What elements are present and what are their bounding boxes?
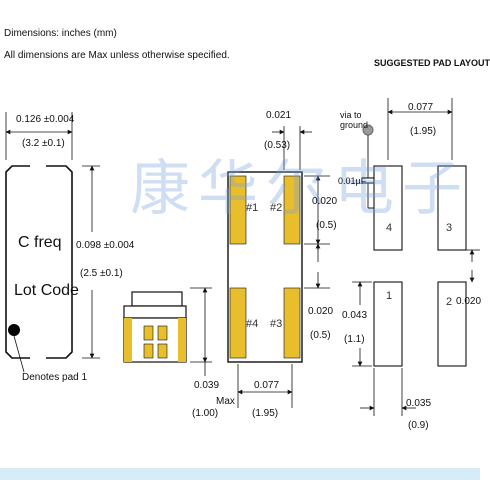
package-width-mm: (3.2 ±0.1) bbox=[22, 138, 65, 149]
package-height-inches: 0.098 ±0.004 bbox=[76, 240, 135, 251]
layout-pad-1 bbox=[373, 281, 403, 367]
bottom-pitch-inches: 0.077 bbox=[254, 380, 280, 391]
package-bottom-view bbox=[227, 171, 303, 363]
side-height-inches: 0.039 bbox=[194, 380, 220, 391]
bottom-pad-2 bbox=[283, 175, 301, 245]
bottom-pad-4-label: #4 bbox=[246, 318, 259, 330]
layout-pad-width-dimension bbox=[360, 368, 416, 416]
package-width-inches: 0.126 ±0.004 bbox=[16, 114, 75, 125]
layout-pad-3 bbox=[437, 165, 467, 251]
bottom-pad-gap-dimension bbox=[304, 243, 330, 289]
bottom-pad-width-dimension bbox=[272, 126, 312, 170]
pad1-indicator-dot bbox=[8, 324, 20, 336]
package-side-view bbox=[123, 291, 187, 363]
dimensions-units-note: Dimensions: inches (mm) bbox=[4, 28, 117, 39]
suggested-pad-layout-title: SUGGESTED PAD LAYOUT bbox=[374, 58, 490, 68]
layout-pad-4 bbox=[373, 165, 403, 251]
via-label-line2: ground bbox=[340, 120, 369, 130]
side-max-label: Max bbox=[216, 396, 235, 407]
bottom-pad-width-inches: 0.021 bbox=[266, 110, 292, 121]
capacitor-label: 0.01µF bbox=[338, 176, 367, 186]
package-width-dimension bbox=[5, 112, 73, 160]
layout-pad-height-inches: 0.043 bbox=[342, 310, 368, 321]
bottom-pitch-dimension bbox=[237, 364, 293, 408]
bottom-pad-3 bbox=[283, 287, 301, 359]
layout-gap-inches: 0.020 bbox=[456, 296, 482, 307]
bottom-pad-1-label: #1 bbox=[246, 202, 259, 214]
package-top-view bbox=[5, 164, 73, 360]
bottom-pad-3-label: #3 bbox=[270, 318, 283, 330]
side-height-dimension bbox=[190, 287, 212, 376]
layout-pad-2 bbox=[437, 281, 467, 367]
watermark: 康华尔电子 bbox=[130, 154, 470, 224]
layout-pitch-mm: (1.95) bbox=[410, 126, 437, 137]
suggested-pad-layout bbox=[362, 124, 467, 367]
drawing-canvas bbox=[5, 98, 480, 416]
package-height-dimension bbox=[82, 165, 100, 359]
bottom-pad-width-mm: (0.53) bbox=[264, 140, 291, 151]
layout-pad-width-inches: 0.035 bbox=[406, 398, 432, 409]
bottom-pad-4 bbox=[229, 287, 247, 359]
bottom-pad-gap-inches: 0.020 bbox=[308, 306, 334, 317]
layout-pitch-dimension bbox=[387, 98, 453, 160]
bottom-pad-height-mm: (0.5) bbox=[316, 220, 337, 231]
layout-pad-2-label: 2 bbox=[446, 296, 453, 308]
bottom-strip bbox=[0, 468, 480, 480]
layout-pad-3-label: 3 bbox=[446, 222, 453, 234]
bottom-pad-gap-mm: (0.5) bbox=[310, 330, 331, 341]
max-dimensions-note: All dimensions are Max unless otherwise … bbox=[4, 50, 230, 61]
layout-pad-width-mm: (0.9) bbox=[408, 420, 429, 431]
layout-pad-4-label: 4 bbox=[386, 222, 393, 234]
package-height-mm: (2.5 ±0.1) bbox=[80, 268, 123, 279]
marking-lot-code: Lot Code bbox=[14, 282, 79, 299]
layout-pad-1-label: 1 bbox=[386, 290, 393, 302]
via-label-line1: via to bbox=[340, 110, 362, 120]
pad1-note: Denotes pad 1 bbox=[22, 372, 88, 383]
pad1-leader-line bbox=[13, 335, 25, 373]
side-height-mm: (1.00) bbox=[192, 408, 219, 419]
layout-pitch-inches: 0.077 bbox=[408, 102, 434, 113]
marking-freq: C freq bbox=[18, 234, 62, 251]
bottom-pad-1 bbox=[229, 175, 247, 245]
layout-gap-dimension bbox=[466, 249, 480, 283]
bottom-pad-height-inches: 0.020 bbox=[312, 196, 338, 207]
bottom-pitch-mm: (1.95) bbox=[252, 408, 279, 419]
bottom-pad-2-label: #2 bbox=[270, 202, 283, 214]
layout-pad-height-mm: (1.1) bbox=[344, 334, 365, 345]
layout-pad-height-dimension bbox=[352, 281, 372, 367]
